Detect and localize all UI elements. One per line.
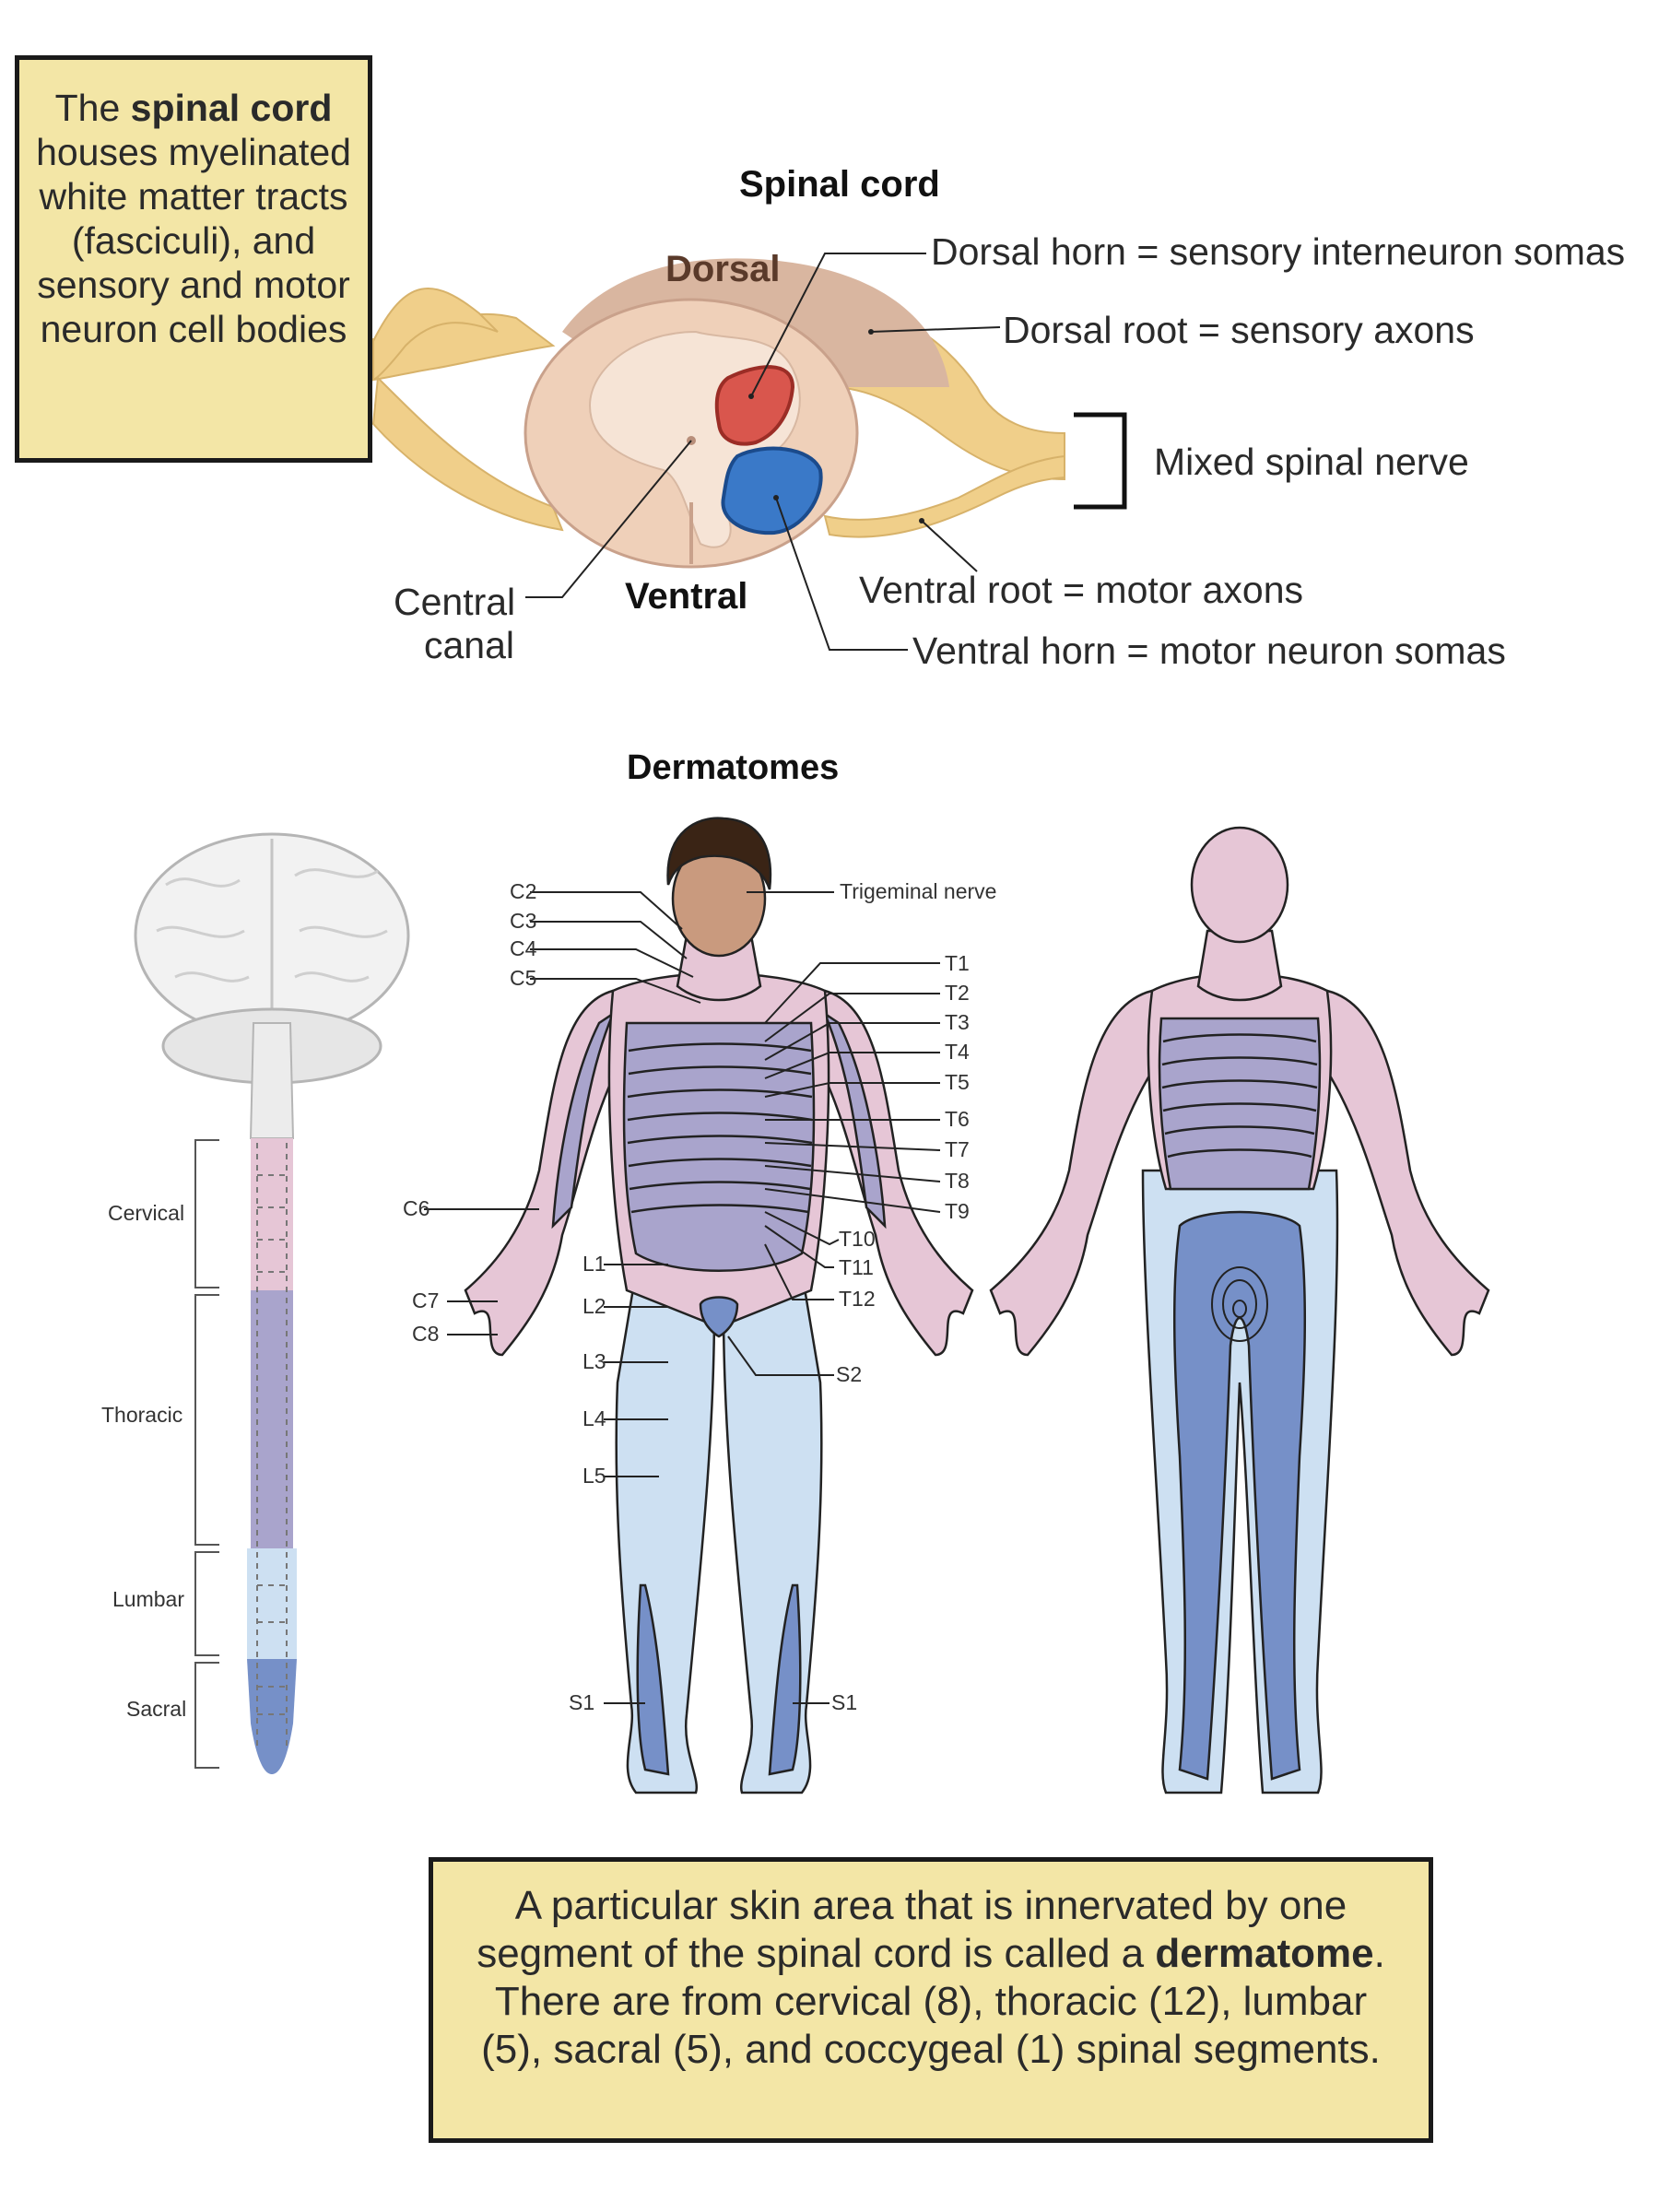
callout-text-pre: The [54, 87, 131, 129]
label-s1-right: S1 [831, 1690, 858, 1714]
dermatome-text-post: . There are from cervical (8), thoracic … [481, 1931, 1385, 2072]
dermatomes-title: Dermatomes [627, 748, 840, 787]
label-c5: C5 [510, 966, 537, 990]
label-t8: T8 [945, 1169, 970, 1193]
label-t1: T1 [945, 951, 970, 975]
front-thoracic-bands [627, 1042, 813, 1214]
left-ventral-root [371, 375, 564, 532]
region-brackets [194, 1139, 219, 1769]
label-s2: S2 [836, 1362, 863, 1386]
region-thoracic-label: Thoracic [101, 1403, 183, 1427]
label-c3: C3 [510, 909, 537, 933]
label-t11: T11 [839, 1255, 874, 1279]
callout-text-post: houses myelinated white matter tracts (f… [36, 131, 351, 350]
label-l3: L3 [582, 1349, 606, 1373]
ventral-horn-label: Ventral horn = motor neuron somas [912, 629, 1506, 672]
label-l5: L5 [582, 1464, 606, 1488]
dorsal-label: Dorsal [665, 249, 781, 289]
label-l1: L1 [582, 1252, 606, 1276]
ventral-root-label: Ventral root = motor axons [859, 569, 1304, 611]
front-neck [676, 934, 762, 1002]
label-t2: T2 [945, 981, 970, 1005]
front-left-shin-s1 [636, 1583, 670, 1776]
label-t6: T6 [945, 1107, 970, 1131]
front-genitals [699, 1296, 739, 1338]
back-right-arm [1312, 989, 1490, 1357]
dermatome-text-pre: A particular skin area that is innervate… [477, 1883, 1347, 1976]
brain-gyri [156, 868, 388, 982]
dermatome-callout: A particular skin area that is innervate… [429, 1857, 1433, 2143]
label-l4: L4 [582, 1406, 606, 1430]
label-c8: C8 [412, 1322, 440, 1346]
brainstem [249, 1022, 295, 1139]
label-t10: T10 [839, 1227, 876, 1251]
cord-sacral [247, 1659, 297, 1774]
ventral-label: Ventral [625, 576, 748, 617]
cross-section-leader-lines [525, 253, 1001, 651]
mixed-spinal-nerve-label: Mixed spinal nerve [1154, 441, 1469, 483]
dorsal-horn [714, 365, 795, 446]
back-head [1190, 826, 1289, 944]
label-t7: T7 [945, 1137, 970, 1161]
label-t12: T12 [839, 1287, 876, 1311]
region-sacral-label: Sacral [126, 1697, 187, 1721]
spinal-cross-section [371, 253, 1127, 651]
front-left-arm-inner [551, 1010, 616, 1230]
label-t3: T3 [945, 1010, 970, 1034]
body-back [989, 826, 1490, 1794]
cord-lumbar [247, 1548, 297, 1659]
front-thorax [622, 1021, 816, 1272]
label-c2: C2 [510, 879, 537, 903]
label-c6: C6 [403, 1196, 430, 1220]
brain-and-cord [134, 832, 410, 1774]
dorsal-root-label: Dorsal root = sensory axons [1003, 309, 1475, 351]
central-canal-label-line1: Central [394, 581, 516, 623]
ventral-horn [721, 446, 823, 535]
region-cervical-label: Cervical [108, 1201, 185, 1225]
label-trigeminal-nerve: Trigeminal nerve [840, 879, 997, 903]
body-front [424, 817, 974, 1794]
cross-section-title: Spinal cord [739, 164, 940, 205]
label-t9: T9 [945, 1199, 970, 1223]
label-l2: L2 [582, 1294, 606, 1318]
label-s1-left: S1 [569, 1690, 595, 1714]
front-hair [666, 817, 772, 890]
region-lumbar-label: Lumbar [112, 1587, 184, 1611]
back-neck [1196, 929, 1283, 1002]
right-ventral-root [823, 454, 1065, 538]
label-t5: T5 [945, 1070, 970, 1094]
back-thoracic-bands [1161, 1033, 1318, 1159]
label-c4: C4 [510, 936, 537, 960]
front-left-leg [615, 1270, 716, 1794]
spinal-cord-callout: The spinal cord houses myelinated white … [15, 55, 372, 463]
cord-segment-dashes [256, 1143, 288, 1751]
dermatome-text-bold: dermatome [1155, 1931, 1374, 1976]
back-left-arm [989, 989, 1168, 1357]
front-leader-lines [424, 891, 941, 1704]
back-sacral-rings [1211, 1266, 1268, 1342]
left-mixed-nerve [372, 287, 499, 382]
dorsal-horn-label: Dorsal horn = sensory interneuron somas [931, 230, 1626, 273]
mixed-nerve-bracket [1074, 412, 1127, 510]
label-t4: T4 [945, 1040, 970, 1064]
callout-text-bold: spinal cord [130, 87, 333, 129]
central-canal-label-line2: canal [424, 624, 515, 666]
label-c7: C7 [412, 1288, 440, 1312]
back-sacral-region [1172, 1210, 1307, 1781]
front-right-shin-s1 [768, 1583, 802, 1776]
